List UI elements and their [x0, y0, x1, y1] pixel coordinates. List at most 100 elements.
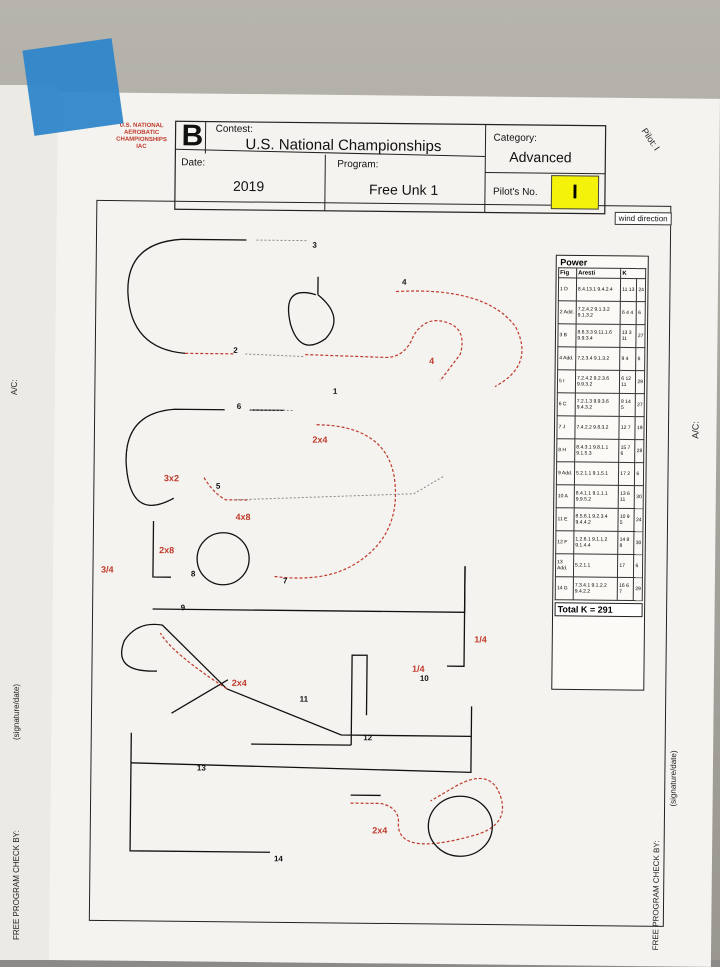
- table-cell-aresti: 1.2.6.1 9.1.1.2 9.1.4.4: [574, 531, 619, 554]
- table-cell-k: 6 4 4: [620, 301, 636, 324]
- annot-2x8: 2x8: [159, 545, 174, 555]
- pilot-no-label: Pilot's No.: [493, 187, 538, 198]
- fig-4: 4: [402, 278, 407, 287]
- program-label: Program:: [337, 159, 378, 170]
- fig-14: 14: [274, 854, 283, 863]
- fig-13: 13: [197, 763, 206, 772]
- table-cell-fig: 14 G: [555, 577, 573, 600]
- table-cell-k: 9 4: [620, 347, 636, 370]
- annot-2x4-b: 2x4: [232, 678, 247, 688]
- table-cell-fig: 13 Add.: [555, 554, 573, 577]
- program-value: Free Unk 1: [369, 181, 438, 198]
- table-cell-fig: 7 J: [557, 416, 575, 439]
- table-cell-k: 8 14 5: [619, 393, 635, 416]
- table-cell-total: 29: [636, 371, 645, 394]
- left-ac-label: A/C:: [10, 379, 19, 395]
- contest-value: U.S. National Championships: [245, 136, 441, 155]
- table-cell-total: 30: [634, 532, 643, 555]
- table-cell-k: 13 6 11: [618, 485, 634, 508]
- fig-10: 10: [420, 674, 429, 683]
- table-cell-k: 16 6 7: [617, 577, 633, 600]
- table-cell-aresti: 8.4.13.1 9.4.2.4: [576, 278, 621, 301]
- fig-8: 8: [191, 569, 196, 578]
- table-cell-aresti: 5.2.1.1: [573, 554, 618, 577]
- table-cell-total: 19: [635, 417, 644, 440]
- table-cell-total: 30: [635, 486, 644, 509]
- annot-3-4: 3/4: [101, 564, 114, 574]
- annot-2x4-c: 2x4: [372, 825, 387, 835]
- table-cell-total: 6: [635, 463, 644, 486]
- fig-12: 12: [363, 733, 372, 742]
- right-ac-label: A/C:: [690, 421, 700, 439]
- col-fig: Fig: [559, 268, 577, 278]
- wind-direction: wind direction: [615, 212, 672, 226]
- table-cell-aresti: 8.6.3.3 9.11.1.6 9.9.3.4: [576, 324, 621, 347]
- table-cell-total: 24: [634, 509, 643, 532]
- annot-1-4-a: 1/4: [474, 634, 487, 644]
- table-cell-fig: 5 I: [557, 370, 575, 393]
- table-cell-aresti: 7.2.3.4 9.1.3.2: [576, 347, 621, 370]
- fig-1: 1: [333, 387, 338, 396]
- table-cell-fig: 12 F: [556, 531, 574, 554]
- table-cell-aresti: 8.5.6.1 9.2.3.4 9.4.4.2: [574, 508, 619, 531]
- total-k: Total K = 291: [555, 602, 643, 617]
- annot-4-red: 4: [429, 356, 434, 366]
- fig-11: 11: [300, 695, 309, 704]
- annot-1-4-b: 1/4: [412, 664, 425, 674]
- pilot-no-value: I: [551, 175, 599, 210]
- table-cell-aresti: 8.4.3.1 9.8.1.1 9.1.5.3: [575, 439, 620, 462]
- table-cell-aresti: 5.2.1.1 9.1.5.1: [574, 462, 619, 485]
- right-check-label: FREE PROGRAM CHECK BY:: [651, 840, 661, 950]
- table-cell-total: 27: [636, 325, 645, 348]
- annot-3x2: 3x2: [164, 473, 179, 483]
- table-cell-aresti: 7.2.1.3 9.9.3.6 9.4.3.2: [575, 393, 620, 416]
- table-cell-total: 29: [634, 578, 643, 601]
- fig-3: 3: [312, 241, 317, 250]
- fig-2: 2: [233, 346, 238, 355]
- table-cell-fig: 10 A: [556, 485, 574, 508]
- k-table-title: Power: [558, 257, 646, 268]
- annot-2x4: 2x4: [312, 435, 327, 445]
- table-cell-total: 6: [637, 302, 646, 325]
- sequence-letter: B: [181, 119, 203, 153]
- table-cell-total: 27: [636, 394, 645, 417]
- fig-9: 9: [181, 603, 186, 612]
- logo: U.S. NATIONAL AEROBATIC CHAMPIONSHIPS IA…: [111, 123, 171, 152]
- table-cell-k: 12 7: [619, 416, 635, 439]
- table-cell-total: 28: [635, 440, 644, 463]
- date-label: Date:: [181, 157, 205, 168]
- category-value: Advanced: [509, 149, 571, 166]
- table-cell-fig: 6 C: [557, 393, 575, 416]
- table-cell-aresti: 7.4.2.2 9.8.3.2: [575, 416, 620, 439]
- table-cell-total: 6: [634, 555, 643, 578]
- blue-tape: [22, 38, 123, 136]
- table-cell-aresti: 7.2.4.2 9.1.3.2 9.1.3.2: [576, 301, 621, 324]
- table-cell-aresti: 7.3.4.1 9.1.2.2 9.4.2.2: [573, 577, 618, 600]
- table-cell-aresti: 7.2.4.2 9.2.3.6 9.9.3.2: [575, 370, 620, 393]
- table-cell-fig: 3 B: [558, 324, 576, 347]
- right-signature-label: (signature/date): [669, 750, 679, 806]
- left-signature-label: (signature/date): [12, 684, 21, 740]
- table-cell-total: 6: [636, 348, 645, 371]
- date-value: 2019: [233, 178, 264, 194]
- col-k: K: [621, 268, 646, 278]
- table-cell-k: 10 9 5: [618, 508, 634, 531]
- table-cell-k: 6 12 11: [620, 370, 636, 393]
- table-cell-k: 17 2: [619, 462, 635, 485]
